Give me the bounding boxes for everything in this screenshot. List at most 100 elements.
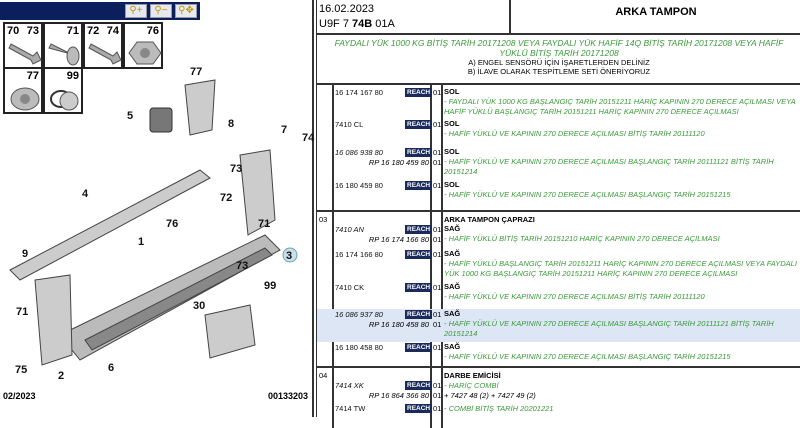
part-reference[interactable]: 7410 AN: [335, 225, 364, 234]
diagram-label: 7: [281, 124, 288, 136]
part-description: - HARİÇ COMBİ+ 7427 48 (2) + 7427 49 (2): [444, 381, 797, 401]
thumbnail-clip-99[interactable]: 99: [43, 67, 83, 114]
step-tread: [84, 247, 273, 351]
zoom-in-icon: ⚲+: [129, 5, 143, 16]
diagram-label: 5: [127, 110, 134, 122]
column-divider: [430, 368, 432, 428]
diagram-label: 1: [138, 236, 145, 248]
quantity: 01: [433, 225, 442, 234]
part-reference[interactable]: 7410 CK: [335, 283, 365, 292]
header-title: ARKA TAMPON: [511, 0, 800, 35]
condition: - HARİÇ COMBİ: [444, 381, 499, 390]
flange-nut-icon: [10, 87, 40, 111]
reach-badge: REACH: [405, 250, 433, 259]
part-reference[interactable]: 16 174 167 80: [335, 88, 383, 97]
condition: - HAFİF YÜKLÜ BİTİŞ TARİH 20151210 HARİÇ…: [444, 234, 720, 243]
zoom-in-button[interactable]: ⚲+: [125, 4, 147, 18]
part-description: SOL- HAFİF YÜKLÜ VE KAPININ 270 DERECE A…: [444, 119, 797, 139]
column-divider: [441, 212, 443, 366]
side-bracket-right: [239, 149, 276, 236]
additional-parts: + 7427 48 (2) + 7427 49 (2): [444, 391, 536, 400]
thumbnail-nut-77[interactable]: 77: [3, 67, 43, 114]
group-title: DARBE EMİCİSİ: [444, 371, 501, 380]
code-suffix: 01A: [372, 18, 395, 30]
reach-badge: REACH: [405, 225, 433, 234]
replacement-part-reference[interactable]: RP 16 180 459 80: [368, 158, 429, 167]
group-number: 04: [319, 371, 328, 380]
fixing-kit-30: [204, 304, 256, 359]
header-info: 16.02.2023 U9F 7 74B 01A: [317, 0, 511, 35]
part-reference[interactable]: 16 174 166 80: [335, 250, 383, 259]
side: SOL: [444, 87, 460, 96]
reach-badge: REACH: [405, 343, 433, 352]
banner-line2: YÜKLÜ BİTİŞ TARİH 20171208: [499, 48, 619, 58]
part-reference[interactable]: 7414 TW: [335, 404, 366, 413]
condition: - HAFİF YÜKLÜ VE KAPININ 270 DERECE AÇIL…: [444, 190, 731, 199]
condition: - HAFİF YÜKLÜ VE KAPININ 270 DERECE AÇIL…: [444, 129, 705, 138]
part-reference[interactable]: 16 086 937 80: [335, 310, 383, 319]
reach-badge: REACH: [405, 120, 433, 129]
thumb-label: 77: [26, 70, 39, 82]
diagram-label: 71: [258, 218, 271, 230]
thumbnail-nut-76[interactable]: 76: [123, 22, 163, 69]
side: SAĞ: [444, 309, 461, 318]
diagram-label: 6: [108, 362, 115, 374]
replacement-part-reference[interactable]: RP 16 174 166 80: [368, 235, 429, 244]
thumb-label: 71: [66, 25, 79, 37]
column-divider: [332, 85, 334, 210]
diagram-label: 3: [286, 250, 293, 262]
diagram-label: 71: [16, 306, 29, 318]
part-reference[interactable]: 7410 CL: [335, 120, 364, 129]
column-divider: [441, 368, 443, 428]
condition: - HAFİF YÜKLÜ VE KAPININ 270 DERECE AÇIL…: [444, 292, 705, 301]
diagram-toolbar: ⚲+ ⚲− ⚲✥: [0, 2, 200, 20]
replacement-part-reference[interactable]: RP 16 180 458 80: [368, 320, 429, 329]
part-reference[interactable]: 16 180 459 80: [335, 181, 383, 190]
code-prefix: U9F 7: [319, 18, 353, 30]
reach-badge: REACH: [405, 283, 433, 292]
quantity: 01: [433, 404, 442, 413]
bumper-crossmember-4: [9, 169, 211, 281]
condition: - FAYDALI YÜK 1000 KG BAŞLANGIÇ TARİH 20…: [444, 97, 796, 116]
diagram-label: 74: [302, 132, 315, 144]
diagram-label: 8: [228, 118, 235, 130]
parts-list-panel: 16.02.2023 U9F 7 74B 01A ARKA TAMPON FAY…: [316, 0, 800, 428]
footer-date: 02/2023: [3, 391, 36, 401]
bracket-8: [184, 79, 216, 136]
part-description: SAĞ- HAFİF YÜKLÜ VE KAPININ 270 DERECE A…: [444, 342, 797, 362]
condition: - HAFİF YÜKLÜ VE KAPININ 270 DERECE AÇIL…: [444, 157, 774, 176]
column-divider: [441, 85, 443, 210]
reach-badge: REACH: [405, 310, 433, 319]
diagram-label: 77: [190, 66, 203, 78]
diagram-label: 73: [230, 163, 243, 175]
part-reference[interactable]: 7414 XK: [335, 381, 364, 390]
side: SOL: [444, 119, 460, 128]
quantity: 01: [433, 381, 442, 390]
quantity: 01: [433, 310, 442, 319]
part-reference[interactable]: 16 086 938 80: [335, 148, 383, 157]
reach-badge: REACH: [405, 148, 433, 157]
replacement-part-reference[interactable]: RP 16 864 366 80: [368, 391, 429, 400]
part-reference[interactable]: 16 180 458 80: [335, 343, 383, 352]
diagram-label: 73: [236, 260, 249, 272]
zoom-out-button[interactable]: ⚲−: [150, 4, 172, 18]
quantity: 01: [433, 158, 442, 167]
pan-button[interactable]: ⚲✥: [175, 4, 197, 18]
quantity: 01: [433, 235, 442, 244]
diagram-label: 75: [15, 364, 28, 376]
